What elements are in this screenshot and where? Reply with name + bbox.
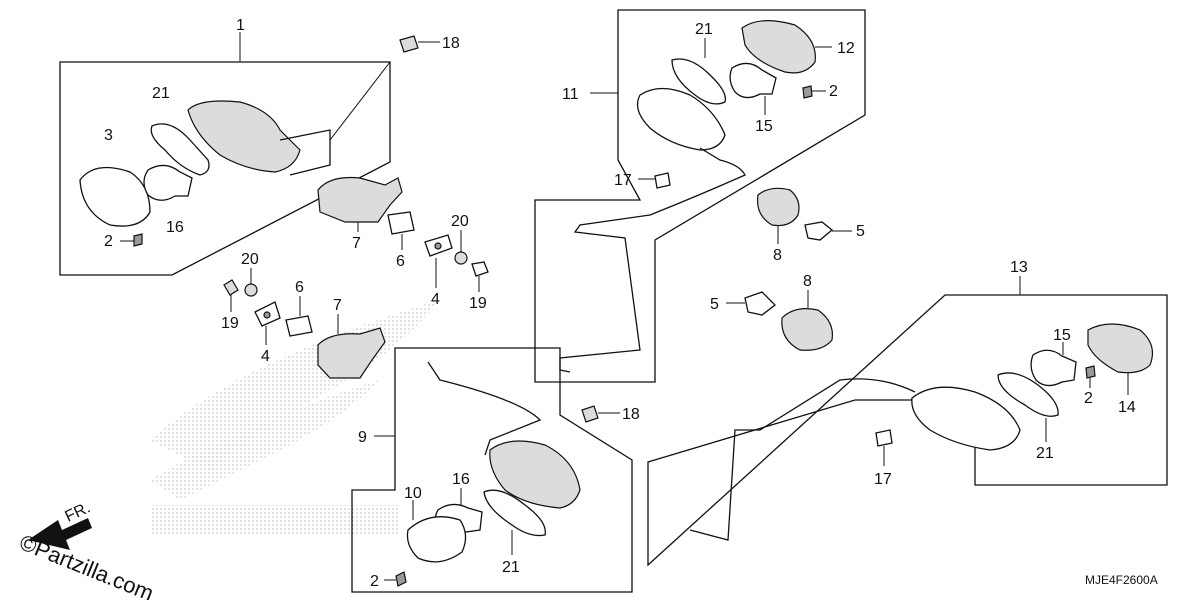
callout-5b: 5 (710, 296, 719, 313)
callout-5a: 5 (856, 223, 865, 240)
lens-12 (741, 20, 816, 74)
screw-2c (1085, 365, 1096, 379)
middle-left-mounting-parts (223, 176, 489, 379)
rear-left-turn-signal-group (351, 347, 633, 593)
plate-4b-hole (263, 311, 271, 319)
housing-13 (911, 386, 1021, 451)
screw-2b (802, 85, 813, 99)
callout-19a: 19 (469, 295, 487, 312)
front-direction-arrow (28, 518, 92, 550)
callout-4a: 4 (431, 291, 440, 308)
clip-5a (804, 221, 834, 241)
callout-13: 13 (1010, 259, 1028, 276)
callout-3: 3 (104, 127, 113, 144)
screw-17a (654, 172, 671, 189)
callout-16b: 16 (452, 471, 470, 488)
group-11-outline (534, 9, 866, 383)
callout-7a: 7 (352, 235, 361, 252)
group-9-outline (351, 347, 633, 593)
lens-14 (1087, 323, 1153, 374)
callout-21a: 21 (695, 21, 713, 38)
callout-7b: 7 (333, 297, 342, 314)
wire-11 (559, 147, 746, 373)
screw-18b (581, 405, 599, 423)
gasket-21c (997, 372, 1059, 417)
gasket-21d (483, 489, 546, 537)
callout-21b: 21 (152, 85, 170, 102)
front-right-turn-signal-group (534, 9, 866, 383)
grommet-8a (756, 187, 800, 227)
housing-1 (187, 100, 301, 173)
lens-10 (406, 516, 467, 563)
group-1-outline (59, 61, 391, 276)
callout-4b: 4 (261, 348, 270, 365)
washer-20a (454, 251, 468, 265)
callout-20a: 20 (451, 213, 469, 230)
callout-15a: 15 (755, 118, 773, 135)
screw-17b (875, 429, 893, 447)
grommet-8b (781, 308, 834, 351)
callout-14: 14 (1118, 399, 1136, 416)
part-code: MJE4F2600A (1085, 573, 1158, 587)
callout-6b: 6 (295, 279, 304, 296)
callout-18a: 18 (442, 35, 460, 52)
lens-3 (79, 166, 151, 227)
callout-10: 10 (404, 485, 422, 502)
gasket-21a (671, 58, 727, 105)
callout-9: 9 (358, 429, 367, 446)
callout-8a: 8 (773, 247, 782, 264)
nut-19a (471, 261, 489, 277)
wire-9 (427, 361, 542, 456)
callout-15b: 15 (1053, 327, 1071, 344)
mount-rubber-7a (317, 176, 403, 223)
callout-20b: 20 (241, 251, 259, 268)
fr-arrow-icon (28, 518, 92, 550)
washer-20b (244, 283, 258, 297)
callout-16a: 16 (166, 219, 184, 236)
bulb-15b (1030, 349, 1077, 387)
callout-6a: 6 (396, 253, 405, 270)
callout-labels: 1 2 2 2 2 3 4 4 5 5 6 6 7 7 8 8 9 10 11 … (104, 17, 1136, 590)
nut-19b (223, 279, 239, 296)
housing-9 (489, 440, 581, 509)
callout-21c: 21 (1036, 445, 1054, 462)
callout-2d: 2 (370, 573, 379, 590)
housing-11 (636, 87, 726, 151)
collar-6a (387, 211, 415, 235)
callout-12: 12 (837, 40, 855, 57)
housing-1-stay (279, 129, 331, 176)
partzilla-watermark: ©Partzilla.com (16, 529, 157, 600)
callout-17a: 17 (614, 172, 632, 189)
callout-11: 11 (562, 86, 579, 103)
screw-18a (399, 35, 419, 53)
gasket-21 (150, 123, 210, 176)
bulb-15a (729, 62, 777, 99)
callout-1: 1 (236, 17, 245, 34)
callout-2c: 2 (1084, 390, 1093, 407)
clip-5b (744, 291, 776, 316)
callout-8b: 8 (803, 273, 812, 290)
mount-rubber-7b (317, 327, 386, 379)
middle-right-mounting-parts (726, 187, 852, 351)
callout-17b: 17 (874, 471, 892, 488)
wire-13 (689, 378, 916, 541)
screw-2d (395, 571, 407, 587)
callout-19b: 19 (221, 315, 239, 332)
front-left-turn-signal-group (59, 32, 440, 276)
leader-18a (329, 61, 391, 141)
rear-right-turn-signal-group (647, 276, 1168, 567)
plate-4a-hole (434, 242, 442, 250)
callout-2a: 2 (104, 233, 113, 250)
collar-6b (285, 315, 313, 337)
bulb-16 (143, 164, 193, 201)
callout-2b: 2 (829, 83, 838, 100)
callout-18b: 18 (622, 406, 640, 423)
callout-21d: 21 (502, 559, 520, 576)
screw-2a (133, 233, 143, 247)
